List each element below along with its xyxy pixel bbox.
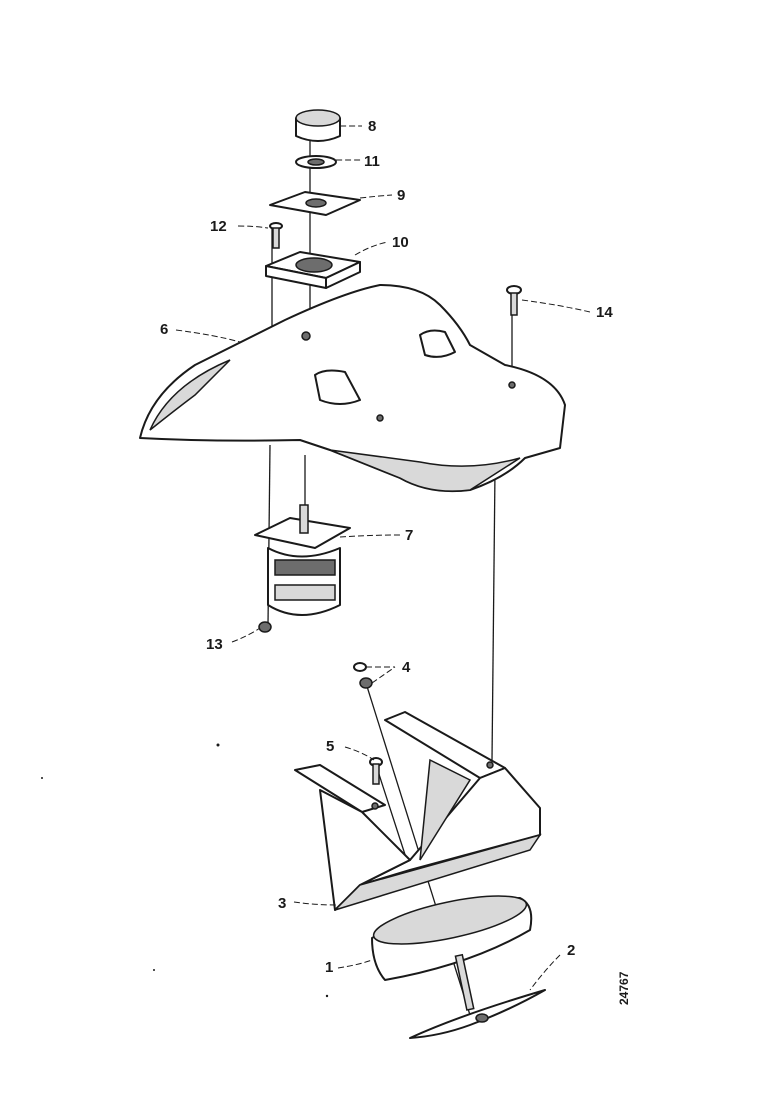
part-10-flange bbox=[265, 251, 361, 289]
part-1-hub bbox=[371, 895, 533, 981]
part-13-nut bbox=[258, 621, 272, 633]
part-5-bolt bbox=[369, 757, 383, 785]
callout-12: 12 bbox=[210, 218, 227, 235]
callout-2: 2 bbox=[567, 942, 575, 959]
callout-6: 6 bbox=[160, 321, 168, 338]
callout-4: 4 bbox=[402, 659, 411, 676]
callout-11: 11 bbox=[364, 153, 380, 170]
part-4-nuts bbox=[353, 662, 373, 689]
part-7-motor bbox=[254, 504, 351, 616]
callout-10: 10 bbox=[392, 234, 409, 251]
callout-3: 3 bbox=[278, 895, 286, 912]
part-11-clip bbox=[295, 155, 337, 169]
callout-9: 9 bbox=[397, 187, 405, 204]
part-14-screw bbox=[506, 285, 522, 316]
callout-1: 1 bbox=[325, 959, 333, 976]
callout-5: 5 bbox=[326, 738, 334, 755]
leader-lines bbox=[175, 125, 591, 991]
part-2-blade bbox=[409, 953, 546, 1039]
callout-14: 14 bbox=[596, 304, 613, 321]
callout-7: 7 bbox=[405, 527, 413, 544]
part-12-screw bbox=[269, 222, 283, 249]
callout-labels: 8 11 9 12 10 6 14 7 13 4 5 3 1 2 bbox=[160, 118, 613, 976]
drawing-reference-code: 24767 bbox=[617, 971, 631, 1005]
part-9-plate bbox=[269, 191, 361, 216]
part-8-knob bbox=[295, 109, 341, 142]
part-6-housing bbox=[139, 284, 566, 493]
scan-specks bbox=[41, 743, 329, 998]
callout-8: 8 bbox=[368, 118, 376, 135]
callout-13: 13 bbox=[206, 636, 223, 653]
part-3-bracket bbox=[294, 711, 542, 911]
